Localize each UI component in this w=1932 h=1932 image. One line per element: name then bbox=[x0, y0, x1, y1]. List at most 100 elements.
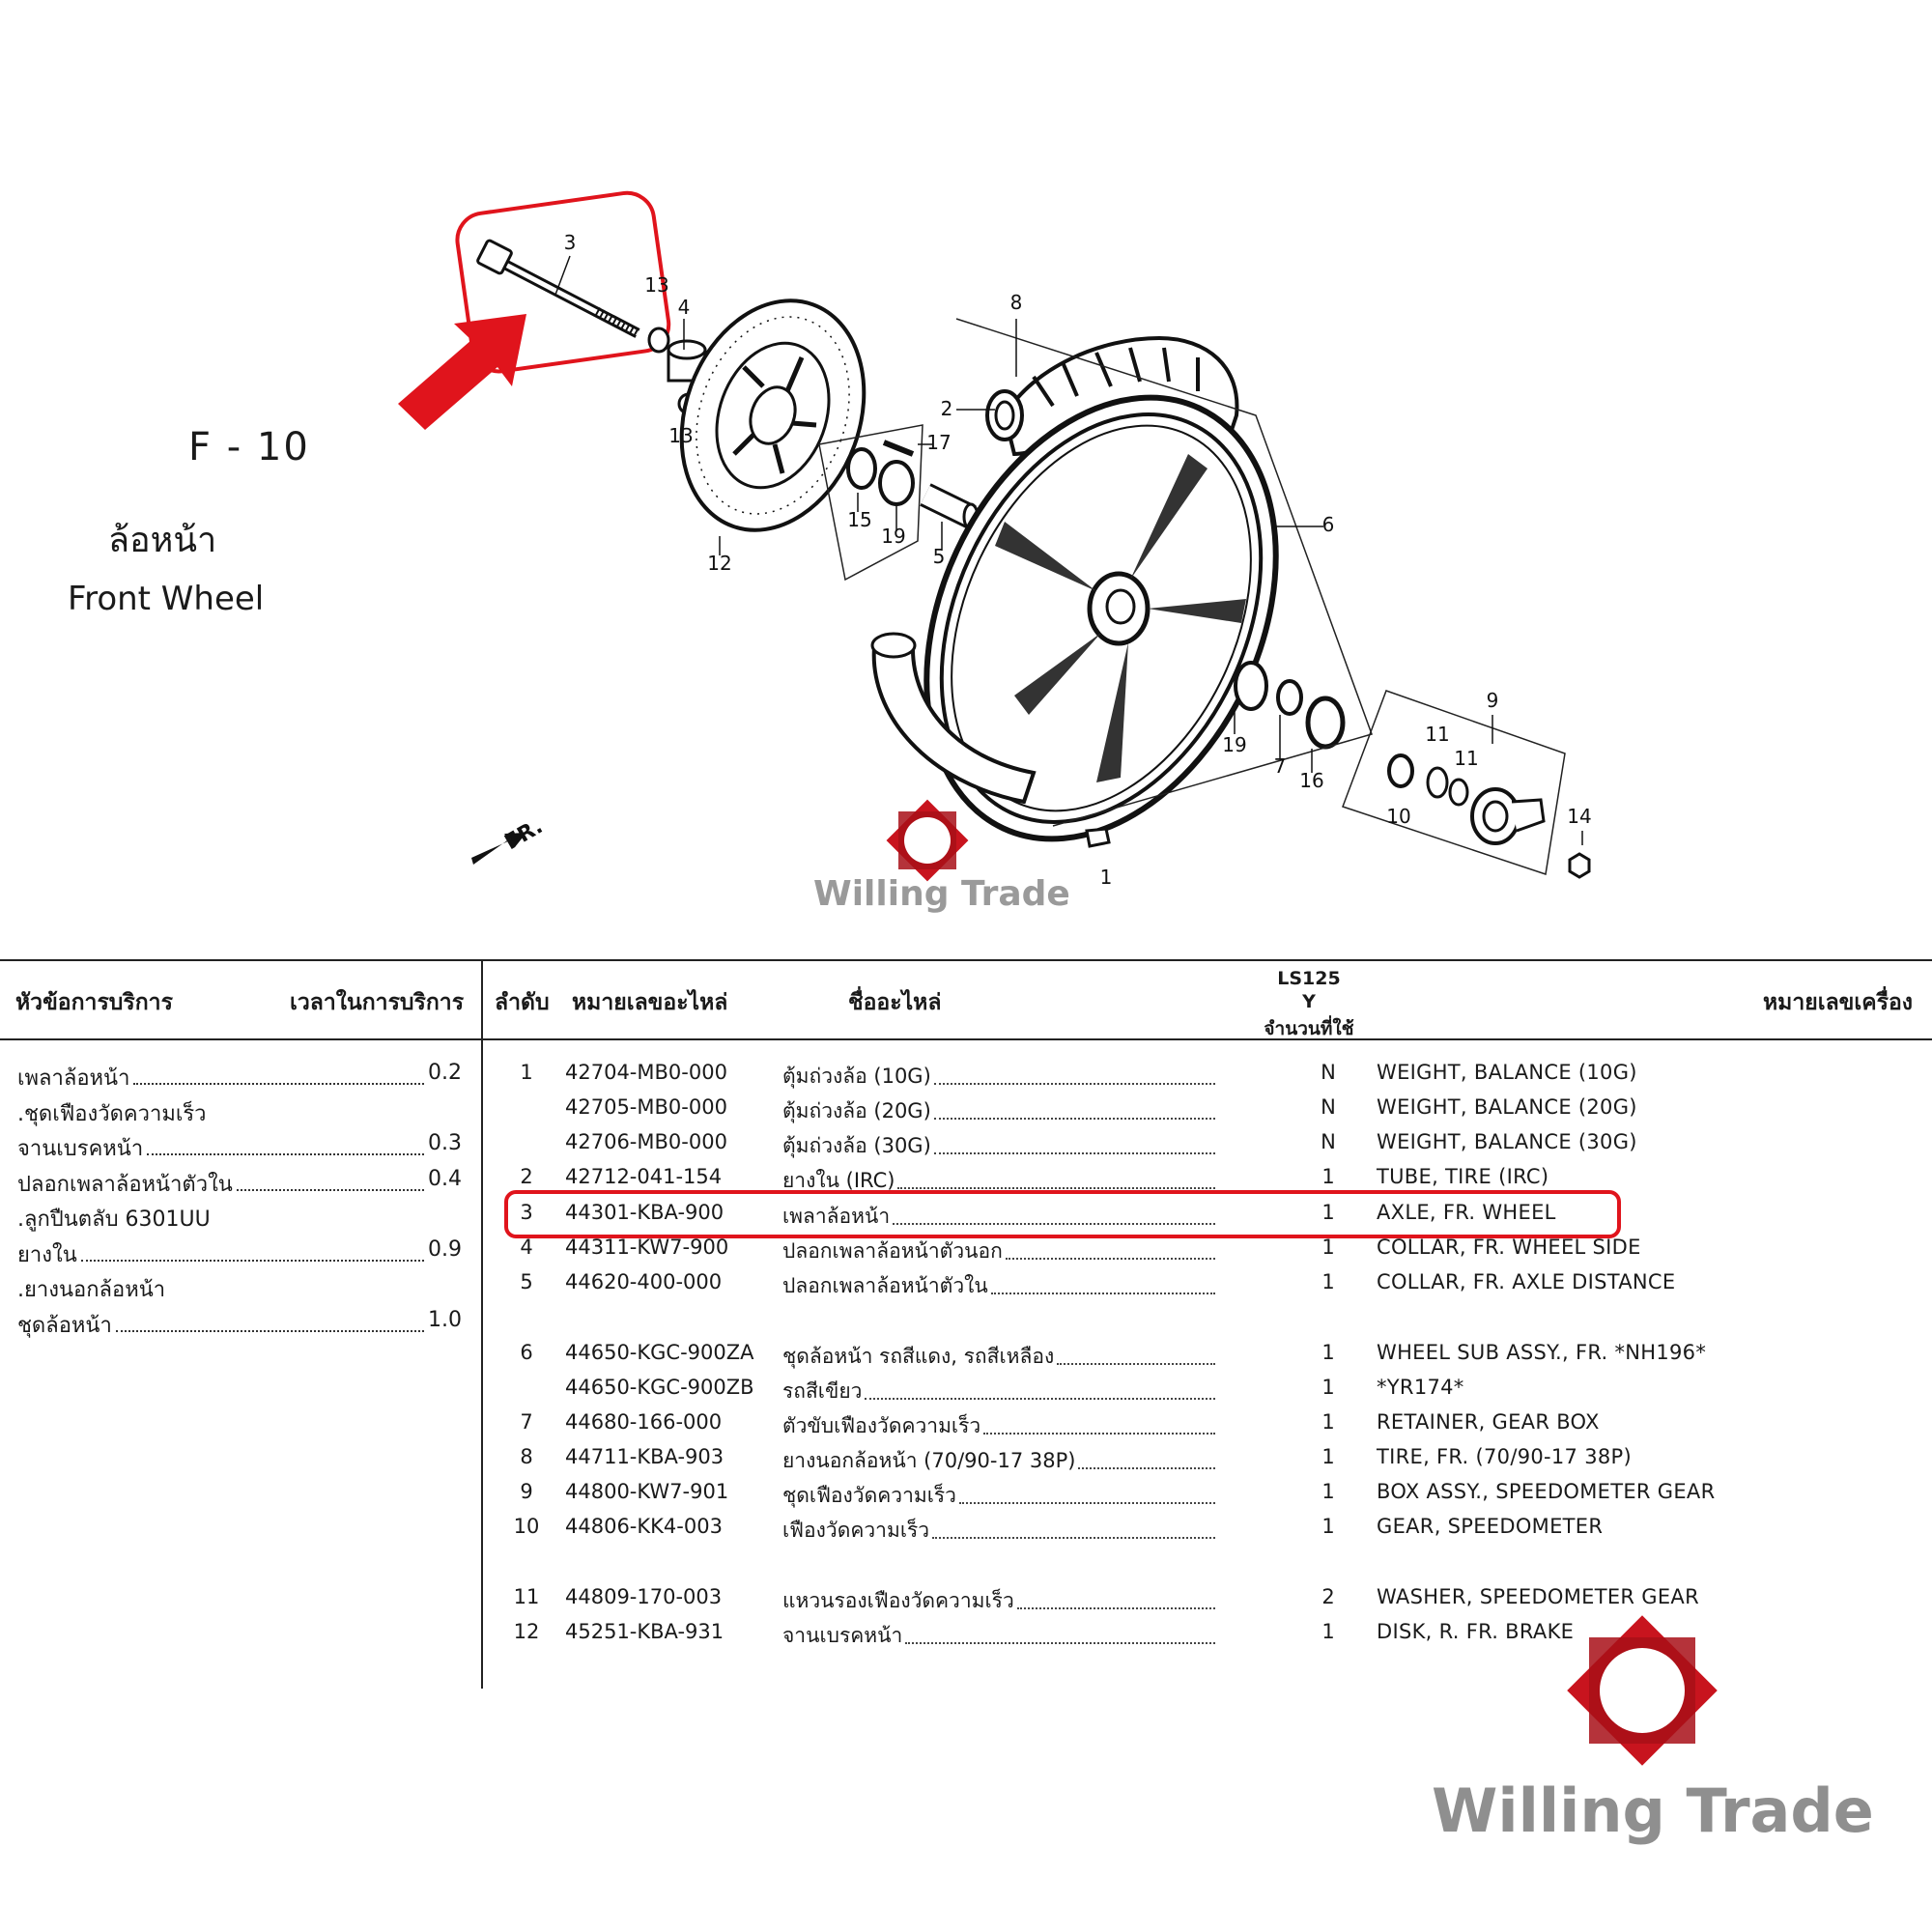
service-item-name: .ยางนอกล้อหน้า bbox=[17, 1278, 166, 1302]
item-no: 9 bbox=[520, 1480, 533, 1503]
dot-leader bbox=[1057, 1341, 1215, 1365]
quantity: 1 bbox=[1321, 1270, 1335, 1293]
header-model: LS125 bbox=[1277, 968, 1341, 989]
dot-leader bbox=[1005, 1236, 1215, 1260]
part-name-english: AXLE, FR. WHEEL bbox=[1377, 1201, 1556, 1224]
item-no: 8 bbox=[520, 1445, 533, 1468]
item-no: 1 bbox=[520, 1061, 533, 1084]
part-number: 44800-KW7-901 bbox=[565, 1480, 729, 1503]
dot-leader bbox=[933, 1061, 1215, 1085]
service-item-time: 1.0 bbox=[428, 1307, 462, 1332]
dot-leader bbox=[133, 1061, 424, 1085]
part-name-thai: รถสีเขียว bbox=[782, 1379, 863, 1403]
service-item: .ลูกปืนตลับ 6301UU bbox=[17, 1202, 462, 1235]
part-name-thai-cell: ตัวขับเฟืองวัดความเร็ว bbox=[782, 1410, 1217, 1442]
part-name-english: RETAINER, GEAR BOX bbox=[1377, 1410, 1600, 1434]
washer-part bbox=[647, 327, 670, 354]
dot-leader bbox=[147, 1131, 424, 1155]
part-name-thai-cell: จานเบรคหน้า bbox=[782, 1620, 1217, 1652]
callout-number: 19 bbox=[1222, 733, 1246, 756]
watermark-text-top: Willing Trade bbox=[813, 874, 1070, 914]
callout-number: 4 bbox=[678, 296, 691, 319]
callout-number: 13 bbox=[668, 424, 693, 447]
dot-leader bbox=[990, 1270, 1215, 1294]
part-name-thai: ชุดเฟืองวัดความเร็ว bbox=[782, 1484, 956, 1507]
header-service-topic: หัวข้อการบริการ bbox=[15, 990, 173, 1015]
part-number: 44301-KBA-900 bbox=[565, 1201, 724, 1224]
dot-leader bbox=[211, 1096, 458, 1121]
part-name-english: GEAR, SPEEDOMETER bbox=[1377, 1515, 1604, 1538]
quantity: 1 bbox=[1321, 1201, 1335, 1224]
part-name-english: WHEEL SUB ASSY., FR. *NH196* bbox=[1377, 1341, 1707, 1364]
dot-leader bbox=[958, 1480, 1215, 1504]
part-number: 44650-KGC-900ZB bbox=[565, 1376, 754, 1399]
service-item-time: 0.9 bbox=[428, 1236, 462, 1262]
item-no: 5 bbox=[520, 1270, 533, 1293]
quantity: 1 bbox=[1321, 1410, 1335, 1434]
callout-number: 14 bbox=[1567, 805, 1591, 828]
figure-title-english: Front Wheel bbox=[68, 580, 265, 618]
part-number: 44680-166-000 bbox=[565, 1410, 723, 1434]
dot-leader bbox=[893, 1201, 1215, 1225]
part-name-english: WEIGHT, BALANCE (10G) bbox=[1377, 1061, 1637, 1084]
callout-number: 2 bbox=[941, 397, 953, 420]
part-name-thai-cell: ยางนอกล้อหน้า (70/90-17 38P) bbox=[782, 1445, 1217, 1477]
front-direction-indicator: FR. bbox=[471, 814, 547, 865]
callout-number: 13 bbox=[644, 273, 668, 297]
fender-end bbox=[870, 632, 917, 659]
part-name-thai-cell: แหวนรองเฟืองวัดความเร็ว bbox=[782, 1585, 1217, 1617]
dot-leader bbox=[897, 1165, 1215, 1189]
dot-leader bbox=[1016, 1585, 1215, 1609]
item-no: 11 bbox=[513, 1585, 540, 1608]
callout-number: 17 bbox=[926, 431, 951, 454]
part-number: 44620-400-000 bbox=[565, 1270, 723, 1293]
part-number: 44311-KW7-900 bbox=[565, 1236, 729, 1259]
service-item-name: เพลาล้อหน้า bbox=[17, 1066, 130, 1091]
part-name-thai: ชุดล้อหน้า รถสีแดง, รถสีเหลือง bbox=[782, 1345, 1055, 1368]
axle-highlight-box bbox=[455, 190, 671, 374]
axle-row-highlight bbox=[504, 1190, 1621, 1238]
part-name-thai: ตัวขับเฟืองวัดความเร็ว bbox=[782, 1414, 981, 1437]
callout-number: 15 bbox=[847, 508, 871, 531]
service-item-name: .ชุดเฟืองวัดความเร็ว bbox=[17, 1101, 207, 1126]
service-item: .ชุดเฟืองวัดความเร็ว bbox=[17, 1096, 462, 1129]
dot-leader bbox=[933, 1130, 1215, 1154]
service-item-time: 0.4 bbox=[428, 1166, 462, 1191]
part-name-thai-cell: ตุ้มถ่วงล้อ (20G) bbox=[782, 1095, 1217, 1127]
part-number: 44806-KK4-003 bbox=[565, 1515, 723, 1538]
bearing-part-right bbox=[1234, 661, 1268, 711]
watermark-logo-top bbox=[886, 799, 969, 882]
gear-box-part bbox=[1470, 787, 1546, 845]
callout-number: 8 bbox=[1010, 291, 1023, 314]
balance-weight-part bbox=[1085, 827, 1111, 848]
part-name-english: DISK, R. FR. BRAKE bbox=[1377, 1620, 1575, 1643]
table-divider bbox=[481, 959, 483, 1689]
item-no: 12 bbox=[513, 1620, 540, 1643]
figure-code: F - 10 bbox=[188, 425, 310, 469]
svg-text:FR.: FR. bbox=[501, 814, 548, 855]
dot-leader bbox=[214, 1202, 458, 1226]
quantity: 1 bbox=[1321, 1620, 1335, 1643]
watermark-text-bottom: Willing Trade bbox=[1432, 1776, 1874, 1846]
header-qty-used: จำนวนที่ใช้ bbox=[1264, 1018, 1354, 1039]
quantity: 1 bbox=[1321, 1515, 1335, 1538]
dot-leader bbox=[932, 1515, 1215, 1539]
header-engine-no: หมายเลขเครื่อง bbox=[1763, 990, 1914, 1015]
watermark-logo-bottom bbox=[1567, 1615, 1718, 1766]
dot-leader bbox=[865, 1376, 1215, 1400]
item-no: 3 bbox=[520, 1201, 533, 1224]
retainer-part bbox=[1276, 679, 1303, 716]
quantity: N bbox=[1321, 1130, 1336, 1153]
header-item-no: ลำดับ bbox=[495, 990, 550, 1015]
part-name-english: TUBE, TIRE (IRC) bbox=[1377, 1165, 1549, 1188]
